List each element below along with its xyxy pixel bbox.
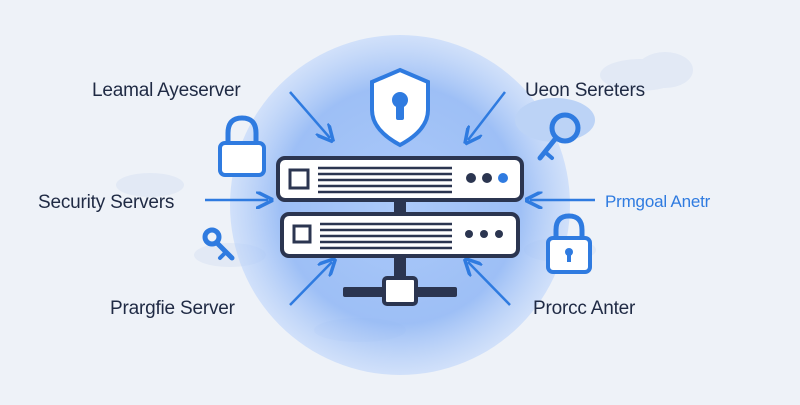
label-top-left: Leamal Ayeserver: [92, 80, 241, 101]
key-icon: [537, 112, 581, 161]
label-bottom-right: Prorcc Anter: [533, 298, 636, 319]
label-mid-left: Security Servers: [38, 192, 175, 213]
server-rack-icon: [276, 156, 524, 258]
padlock-icon: [546, 213, 592, 274]
shield-keyhole-icon: [370, 67, 430, 148]
label-mid-right: Prmgoal Anetr: [605, 192, 711, 211]
padlock-icon: [218, 115, 266, 177]
network-connector-icon: [343, 256, 457, 306]
label-top-right: Ueon Sereters: [525, 80, 645, 101]
label-bottom-left: Prargfie Server: [110, 298, 235, 319]
arrow-icon: [205, 91, 595, 306]
key-icon: [202, 227, 235, 261]
